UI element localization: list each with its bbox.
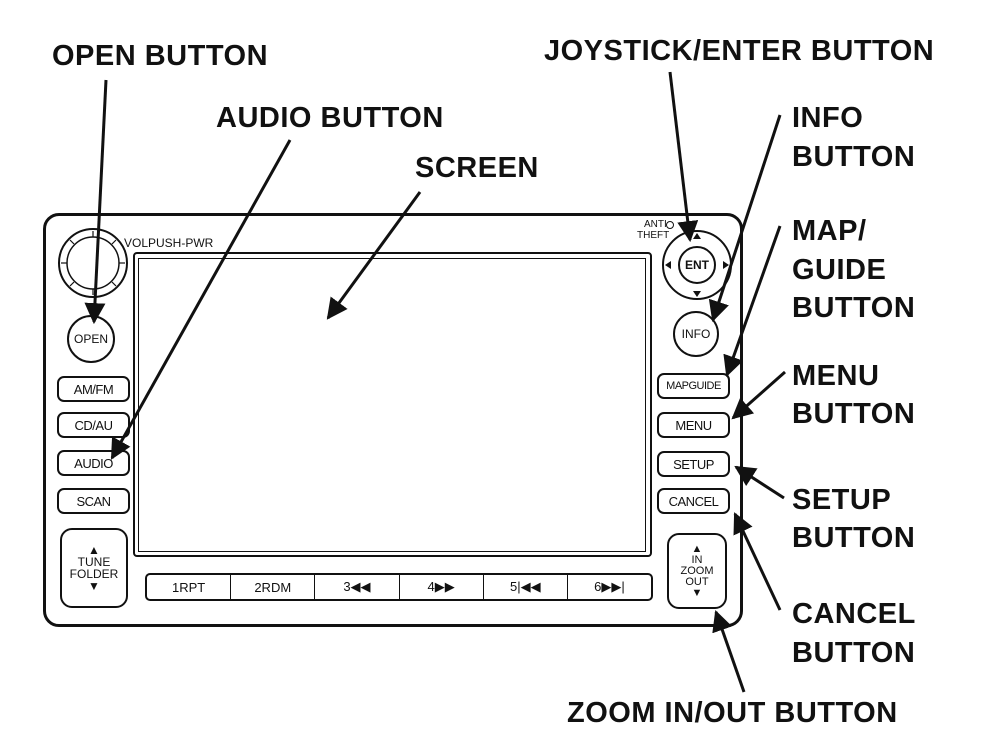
- map-guide-button[interactable]: MAPGUIDE: [657, 373, 730, 399]
- screen-leader-line: [326, 191, 422, 320]
- setup-leader-line: [734, 465, 785, 500]
- open-button-callout: OPEN BUTTON: [52, 40, 269, 72]
- menu-button-callout-line2: BUTTON: [792, 398, 916, 430]
- anti-theft-indicator-icon: [666, 221, 674, 229]
- joystick-leader-line: [668, 71, 699, 243]
- folder-label: FOLDER: [69, 567, 119, 581]
- map-guide-callout-line3: BUTTON: [792, 292, 916, 324]
- volume-power-label: VOLPUSH-PWR: [124, 236, 214, 250]
- am-fm-button[interactable]: AM/FM: [57, 376, 130, 402]
- cancel-leader-line: [733, 512, 782, 611]
- open-leader-line: [84, 79, 108, 325]
- joystick-enter-button-callout: JOYSTICK/ENTER BUTTON: [544, 35, 935, 67]
- preset-4-fast-forward-button[interactable]: 4▶▶: [400, 575, 484, 599]
- cancel-button-callout-line2: BUTTON: [792, 637, 916, 669]
- tune-label: TUNE: [77, 555, 111, 569]
- zoom-out-arrow-icon[interactable]: ▼: [691, 586, 703, 599]
- zoom-leader-line: [712, 610, 746, 693]
- volume-knob-icon[interactable]: [56, 226, 130, 300]
- zoom-rocker[interactable]: ▲ IN ZOOM OUT ▼: [667, 533, 727, 609]
- cancel-button[interactable]: CANCEL: [657, 488, 730, 514]
- preset-1-rpt-button[interactable]: 1RPT: [147, 575, 232, 599]
- screen-callout: SCREEN: [415, 152, 539, 184]
- anti-theft-label-line2: THEFT: [637, 230, 670, 241]
- menu-button-callout-line1: MENU: [792, 360, 880, 392]
- zoom-out-label: OUT: [685, 575, 709, 588]
- tune-down-arrow-icon[interactable]: ▼: [88, 579, 100, 593]
- zoom-in-out-button-callout: ZOOM IN/OUT BUTTON: [567, 697, 898, 729]
- setup-button-callout-line1: SETUP: [792, 484, 892, 516]
- display-screen[interactable]: [133, 252, 652, 557]
- preset-button-bar: 1RPT 2RDM 3◀◀ 4▶▶ 5|◀◀ 6▶▶|: [145, 573, 653, 601]
- info-button-callout-line2: BUTTON: [792, 141, 916, 173]
- zoom-in-arrow-icon[interactable]: ▲: [691, 542, 703, 555]
- cancel-button-callout-line1: CANCEL: [792, 598, 916, 630]
- setup-button[interactable]: SETUP: [657, 451, 730, 477]
- zoom-label: ZOOM: [680, 564, 714, 577]
- enter-button[interactable]: ENT: [678, 246, 716, 284]
- preset-2-rdm-button[interactable]: 2RDM: [231, 575, 316, 599]
- info-leader-line: [708, 114, 782, 322]
- preset-6-skip-forward-button[interactable]: 6▶▶|: [594, 579, 625, 594]
- preset-5-skip-back-button[interactable]: 5|◀◀: [484, 575, 568, 599]
- menu-button[interactable]: MENU: [657, 412, 730, 438]
- map-guide-callout-line2: GUIDE: [792, 254, 887, 286]
- display-screen-inner-bezel: [138, 258, 646, 552]
- preset-3-rewind-button[interactable]: 3◀◀: [315, 575, 400, 599]
- audio-button-callout: AUDIO BUTTON: [216, 102, 444, 134]
- map-guide-leader-line: [723, 225, 782, 377]
- map-guide-callout-line1: MAP/: [792, 215, 867, 247]
- tune-up-arrow-icon[interactable]: ▲: [88, 543, 100, 557]
- setup-button-callout-line2: BUTTON: [792, 522, 916, 554]
- menu-leader-line: [731, 370, 786, 420]
- scan-button[interactable]: SCAN: [57, 488, 130, 514]
- audio-leader-line: [110, 139, 292, 460]
- tune-folder-rocker[interactable]: ▲ TUNE FOLDER ▼: [60, 528, 128, 608]
- navigation-head-unit: [43, 213, 743, 627]
- info-button-callout-line1: INFO: [792, 102, 864, 134]
- zoom-in-label: IN: [691, 553, 703, 566]
- anti-theft-label-line1: ANTI: [644, 219, 667, 230]
